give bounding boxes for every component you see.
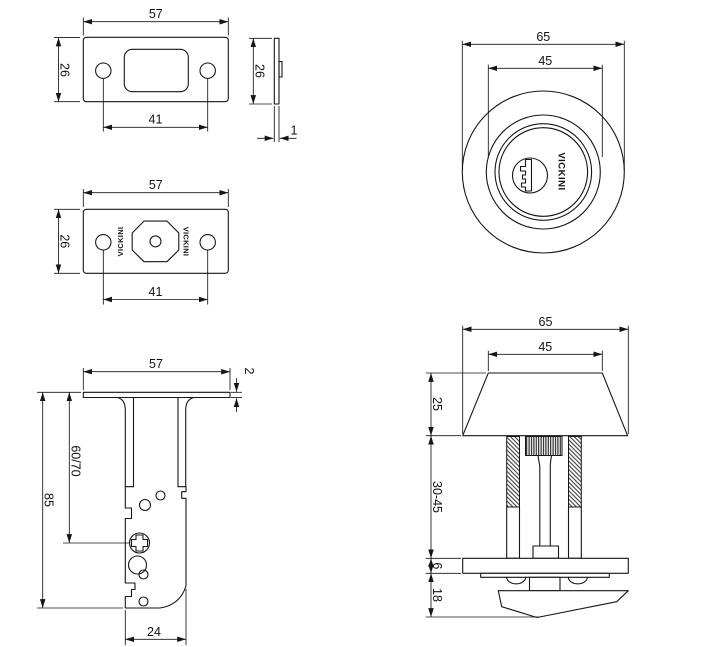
dim-label-latch-faceplate-thickness: 2	[242, 368, 256, 375]
spindle-hole	[128, 532, 151, 554]
tailpiece-foot	[532, 545, 560, 559]
cylinder-front-view: VICKINI 65 45	[461, 30, 625, 254]
rose-side-outline	[462, 372, 629, 437]
dim-label-faceplate-height: 26	[58, 234, 72, 248]
mounting-bolt-left-thread	[506, 436, 521, 508]
dim-latch-faceplate-thickness: 2	[231, 368, 256, 412]
dim-shaft-length: 30-45	[425, 435, 461, 559]
cylinder-side-view: 65 45 25 30-45 6 18	[425, 315, 629, 619]
strike-plate-side-outline	[273, 37, 280, 105]
dim-label-thumbturn-height: 18	[430, 588, 444, 602]
case-hole-4	[138, 569, 149, 580]
mounting-bolt-left-shank	[506, 506, 521, 559]
screw-hole-left	[95, 62, 112, 79]
dim-label-shaft-length: 30-45	[430, 481, 444, 513]
faceplate-screw-hole-right	[199, 234, 216, 251]
mounting-bolt-right-shank	[567, 506, 582, 559]
dim-label-strike-width: 57	[149, 7, 163, 21]
rose-outer-circle	[461, 90, 625, 254]
dim-faceplate-width: 57	[82, 178, 229, 207]
screw-hole-right	[199, 62, 216, 79]
thumbturn-knob	[497, 590, 629, 619]
dim-label-rose-height: 25	[430, 397, 444, 411]
dim-label-rose-inner-diameter: 45	[538, 54, 552, 68]
dim-label-strike-height: 26	[58, 63, 72, 77]
case-hole-5	[138, 596, 149, 607]
dim-label-side-rose-top: 45	[538, 340, 552, 354]
strike-plate-outline	[82, 36, 229, 103]
spindle-cross	[130, 534, 149, 552]
plate-backing-strip	[480, 572, 610, 578]
bolt-housing-left-flare	[116, 396, 126, 488]
bolt-nut-right	[567, 576, 588, 585]
brand-text-faceplate-left: VICKINI	[116, 227, 125, 257]
keyway-profile	[519, 158, 533, 192]
dim-strike-hole-spacing: 41	[102, 79, 209, 132]
tailpiece	[537, 454, 553, 547]
boss-center-hole	[149, 235, 162, 248]
brand-text-faceplate-right: VICKINI	[182, 227, 191, 257]
dim-case-width: 24	[124, 589, 187, 645]
dim-strike-thickness: 1	[257, 106, 298, 142]
dim-label-rose-diameter: 65	[536, 30, 550, 44]
case-hole-2	[138, 498, 152, 512]
latch-body-side-view: 57 2 60/70 85 24	[37, 357, 256, 645]
dim-label-faceplate-width: 57	[149, 178, 163, 192]
strike-plate-side-view: 26 1	[249, 37, 298, 142]
dim-label-side-rose-diameter: 65	[539, 315, 553, 329]
dim-rose-inner-diameter: 45	[487, 54, 603, 157]
dim-rose-height: 25	[425, 372, 486, 437]
dim-label-faceplate-hole-spacing: 41	[149, 285, 163, 299]
cylinder-face-ring	[498, 127, 589, 217]
dim-faceplate-height: 26	[54, 208, 80, 274]
dim-thumbturn-height: 18	[425, 573, 540, 618]
dim-side-rose-diameter: 65	[462, 315, 629, 434]
case-hole-1	[155, 490, 166, 501]
bolt-nut-left	[506, 576, 527, 585]
mounting-bolt-right-thread	[568, 436, 582, 508]
lock-case-outline	[124, 486, 187, 609]
dim-label-backset: 60/70	[68, 445, 82, 476]
case-hole-3	[127, 555, 148, 575]
latch-faceplate-view: VICKINI VICKINI 57 26 41	[54, 178, 229, 305]
dim-label-overall-length: 85	[42, 493, 56, 507]
dim-backset: 60/70	[37, 391, 129, 544]
dim-label-latch-faceplate-width: 57	[149, 357, 163, 371]
latch-bolt-boss	[131, 220, 180, 263]
dim-strike-width: 57	[82, 7, 229, 36]
latch-faceplate-edge	[82, 391, 231, 399]
dim-label-strike-side-height: 26	[252, 64, 266, 78]
thumbturn-stem	[528, 576, 561, 592]
dim-label-strike-hole-spacing: 41	[149, 113, 163, 127]
brand-text-cylinder-face: VICKINI	[556, 152, 567, 190]
dim-overall-length: 85	[37, 392, 123, 609]
dim-latch-faceplate-width: 57	[82, 357, 231, 390]
latch-faceplate-outline	[82, 208, 229, 274]
dim-label-case-width: 24	[147, 625, 161, 639]
dim-strike-height: 26	[54, 37, 80, 103]
dim-label-strike-thickness: 1	[291, 124, 298, 138]
key-plug-circle	[511, 157, 549, 194]
dim-strike-side-height: 26	[249, 37, 272, 105]
dim-faceplate-hole-spacing: 41	[102, 250, 209, 305]
dim-side-rose-top: 45	[487, 340, 603, 371]
dim-label-plate-thickness: 6	[430, 562, 444, 569]
strike-plate-front-view: 57 26 41	[54, 7, 229, 132]
interior-mounting-plate	[462, 557, 629, 574]
dim-rose-diameter: 65	[461, 30, 625, 170]
faceplate-screw-hole-left	[95, 234, 112, 251]
strike-plate-lip	[278, 60, 283, 78]
bolt-housing-right-flare	[185, 396, 195, 488]
dim-plate-thickness: 6	[425, 558, 461, 574]
cylinder-plug-knurl	[525, 436, 563, 456]
cylinder-face-circle	[494, 123, 593, 221]
rose-inner-circle	[485, 114, 601, 230]
latch-cutout	[123, 48, 189, 93]
